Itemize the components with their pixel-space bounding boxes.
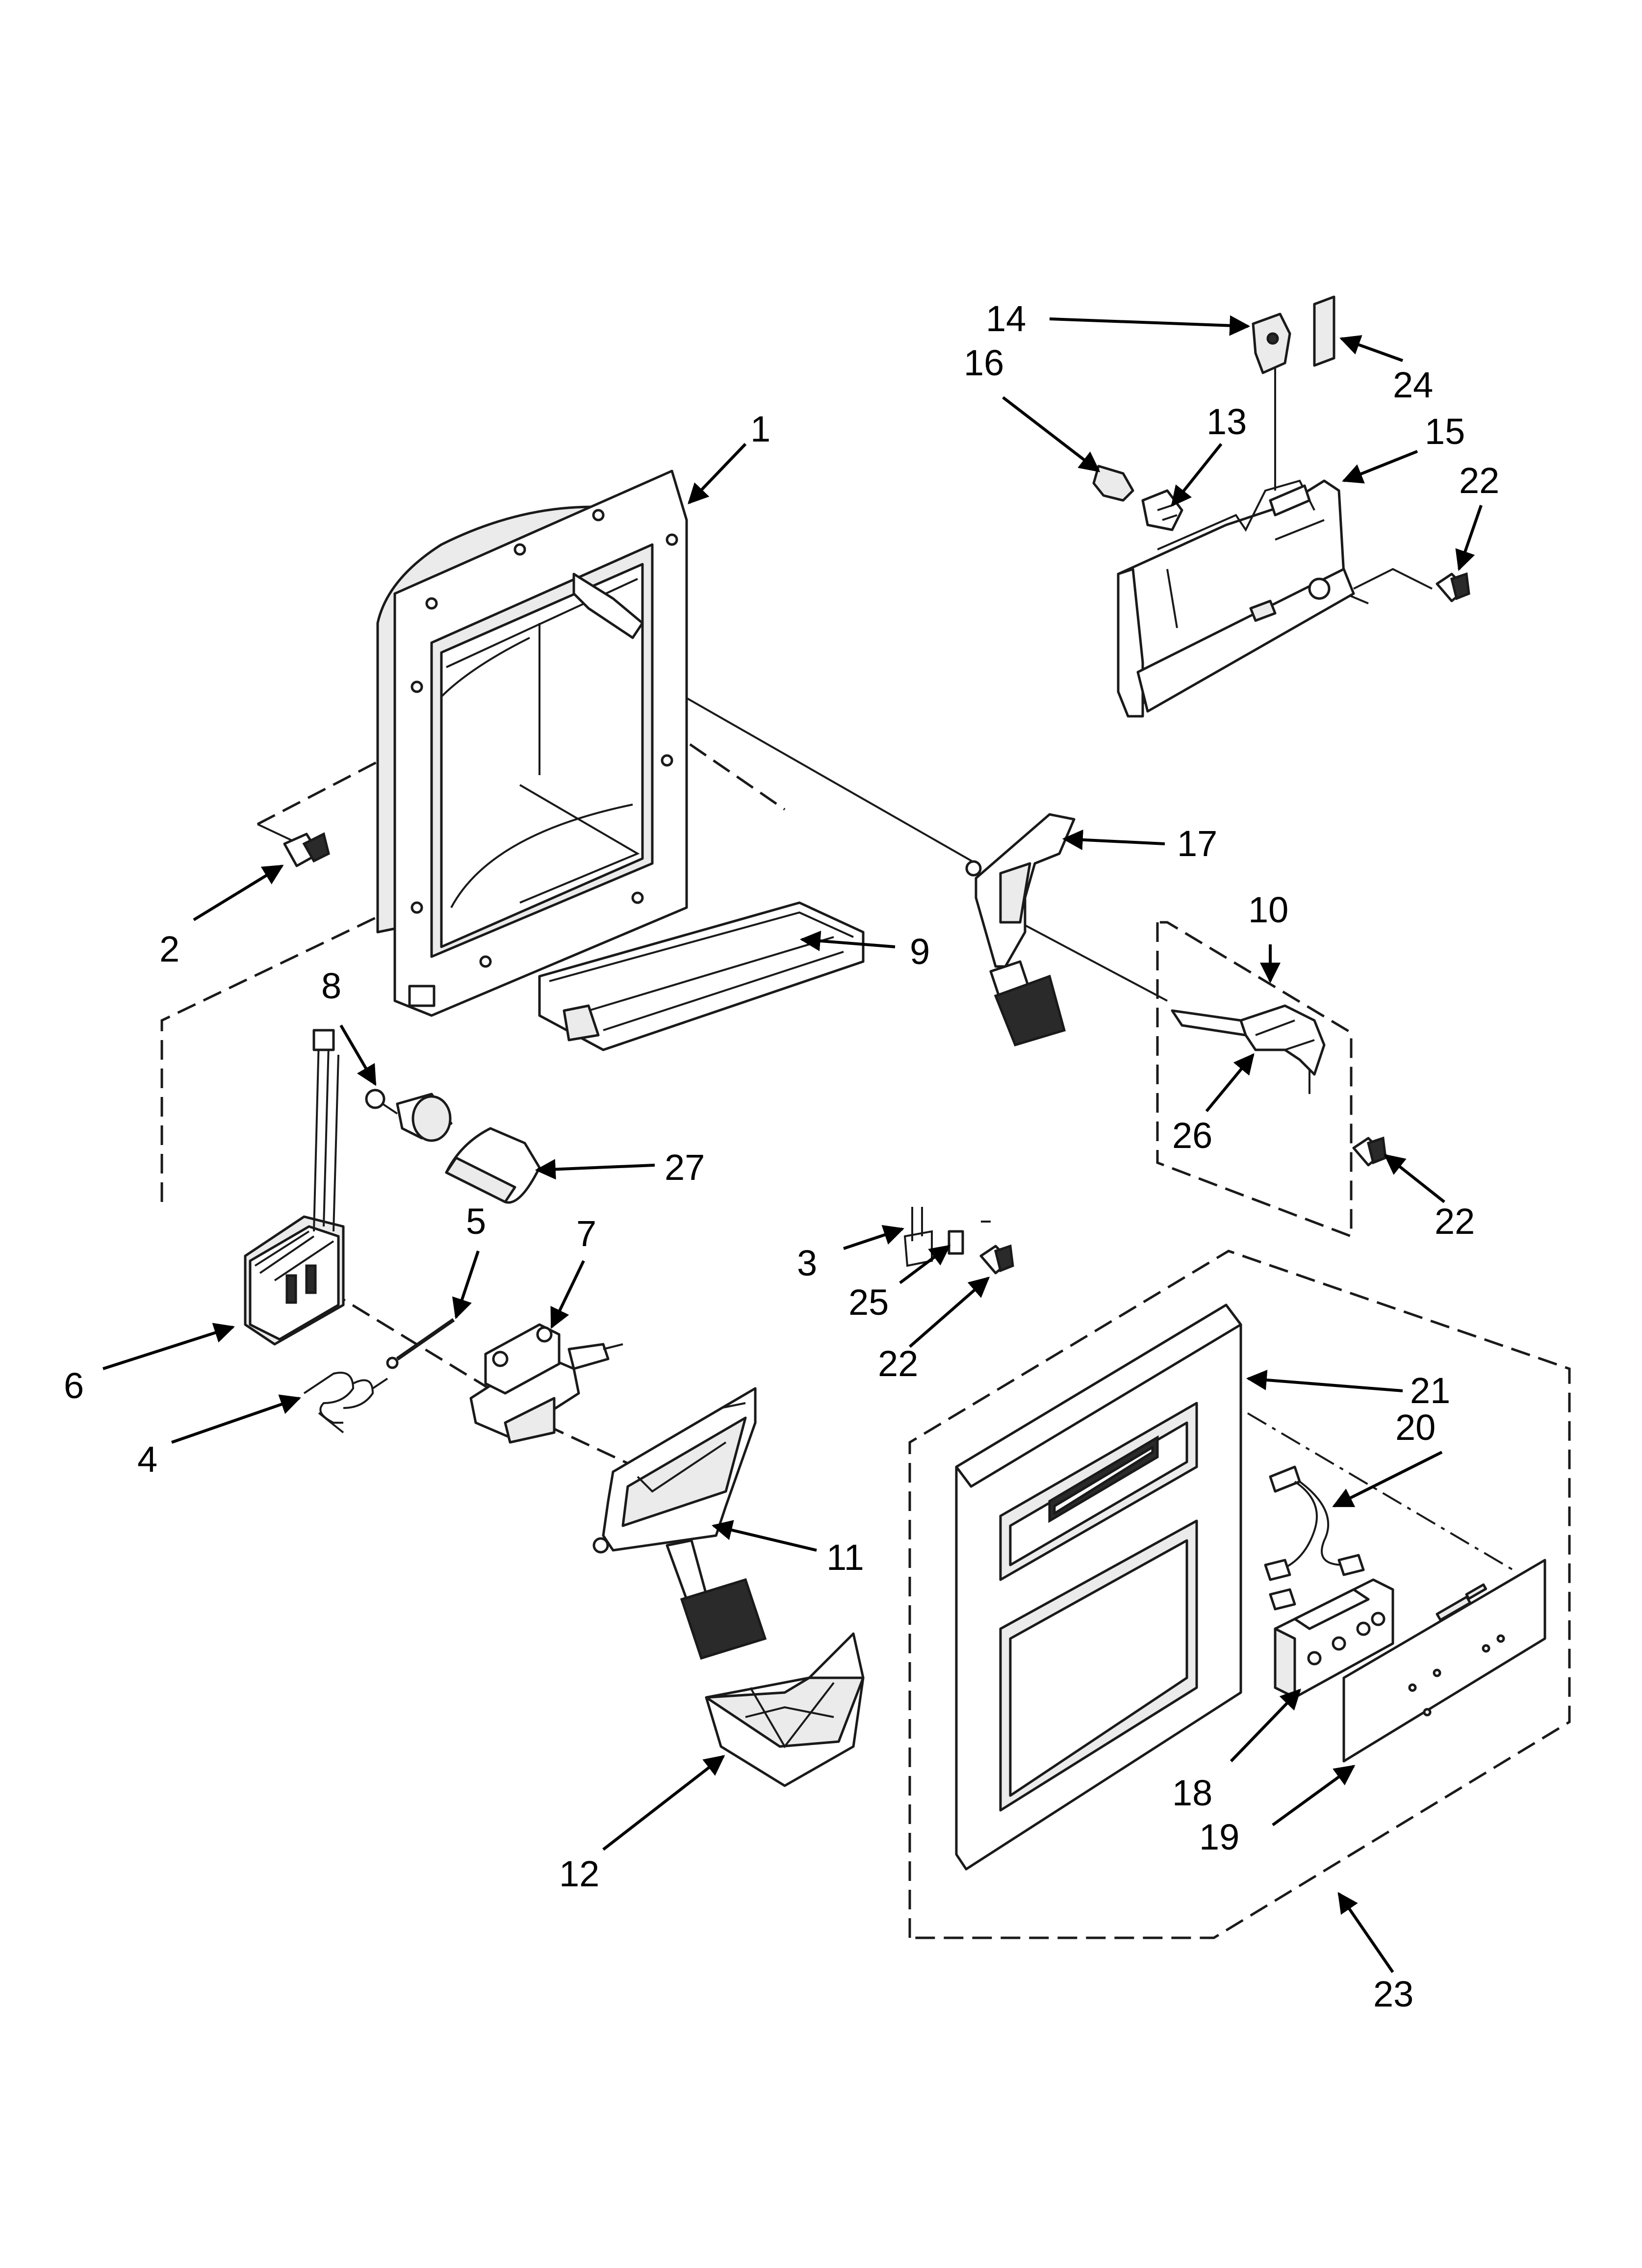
callout-20: 20 (1395, 1407, 1436, 1448)
callout-21: 21 (1410, 1370, 1450, 1411)
callout-22b: 22 (1435, 1201, 1475, 1242)
callout-9: 9 (910, 931, 930, 972)
callout-3: 3 (797, 1243, 817, 1283)
callout-19: 19 (1199, 1817, 1239, 1857)
dispenser-actuator (244, 1029, 345, 1346)
torsion-spring (303, 1372, 388, 1434)
callout-25: 25 (848, 1282, 889, 1323)
screw-right-upper (1436, 572, 1470, 602)
solenoid-cover (445, 1127, 541, 1204)
callout-14: 14 (986, 298, 1026, 339)
ice-chute-door-assembly-outline (1156, 921, 1353, 1238)
dispenser-front-assembly-outline (908, 1250, 1571, 1939)
callout-4: 4 (137, 1439, 157, 1480)
callout-13: 13 (1206, 401, 1247, 442)
lamp-socket (1141, 489, 1183, 531)
dispenser-bracket (1117, 479, 1355, 718)
dispenser-housing (376, 469, 688, 1017)
callout-17: 17 (1177, 823, 1217, 864)
callout-11: 11 (826, 1537, 864, 1578)
callout-5: 5 (466, 1201, 486, 1242)
leader-lines (103, 315, 1483, 1973)
water-dispenser-lever (965, 813, 1076, 1047)
callout-15: 15 (1425, 411, 1465, 452)
control-overlay (1342, 1559, 1546, 1763)
callout-27: 27 (665, 1147, 705, 1188)
callout-8: 8 (321, 965, 341, 1006)
ice-dispenser-lever (592, 1387, 767, 1660)
solenoid (365, 1089, 453, 1142)
screw-center (979, 1244, 1014, 1275)
callout-10: 10 (1248, 889, 1288, 930)
switch-insulator (1313, 295, 1335, 367)
pivot-bracket (469, 1323, 623, 1444)
clip (903, 1207, 933, 1267)
control-module (1274, 1578, 1394, 1699)
callout-26: 26 (1172, 1115, 1212, 1156)
callout-6: 6 (64, 1365, 84, 1406)
screw-left (283, 832, 330, 867)
callout-22c: 22 (878, 1343, 918, 1384)
drip-tray (538, 901, 865, 1051)
dispenser-front-panel (955, 1303, 1242, 1871)
ice-chute (705, 1632, 865, 1787)
callout-1: 1 (750, 409, 770, 449)
callout-7: 7 (576, 1213, 596, 1254)
pivot-pin (386, 1318, 455, 1369)
callout-12: 12 (559, 1853, 599, 1894)
callout-16: 16 (964, 342, 1004, 383)
callout-24: 24 (1393, 365, 1433, 405)
micro-switch (1252, 313, 1291, 374)
chute-door-arm (1171, 1004, 1326, 1094)
callout-23: 23 (1373, 1974, 1413, 2014)
callout-22a: 22 (1459, 460, 1499, 501)
callout-18: 18 (1172, 1773, 1212, 1813)
callout-2: 2 (159, 929, 180, 969)
small-bracket (948, 1230, 964, 1255)
screw-right-middle (1352, 1136, 1387, 1167)
wire-harness (1264, 1465, 1365, 1611)
light-bulb (1092, 465, 1134, 502)
callout-labels: 1 2 3 4 5 6 7 8 9 10 11 12 13 14 15 16 1… (64, 298, 1499, 2014)
